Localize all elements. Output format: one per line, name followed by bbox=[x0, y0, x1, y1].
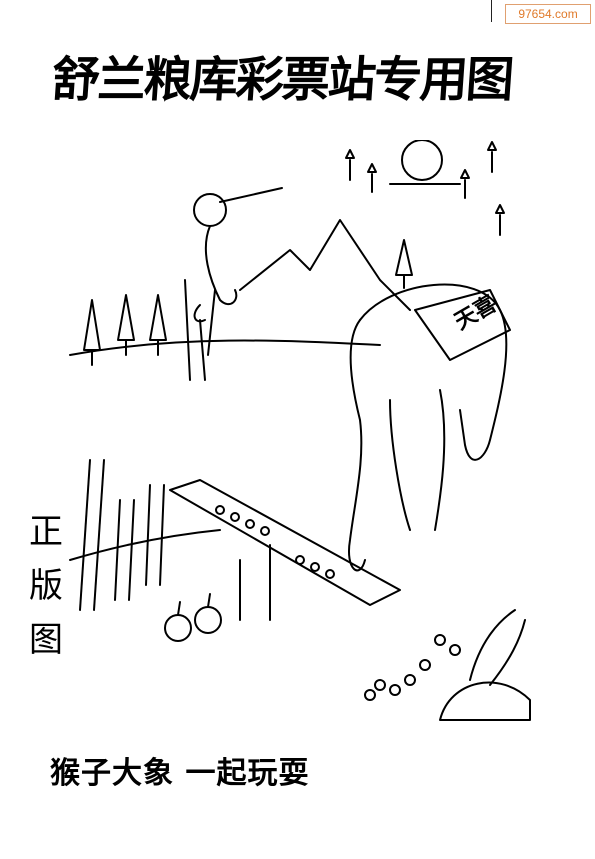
top-divider-line bbox=[491, 0, 492, 22]
illustration-monkey-elephant: 天喜 bbox=[69, 140, 531, 721]
flower-bush bbox=[364, 609, 531, 721]
side-label-char-3: 图 bbox=[29, 620, 63, 660]
page-caption: 猴子大象 一起玩耍 bbox=[50, 756, 310, 791]
tree-icon bbox=[83, 239, 413, 366]
bamboo-fence bbox=[69, 459, 221, 611]
candle-icon bbox=[345, 141, 505, 236]
mountain-shape bbox=[239, 219, 411, 311]
apple-icon bbox=[164, 593, 222, 642]
site-watermark: 97654.com bbox=[505, 4, 591, 24]
moon-icon bbox=[401, 140, 443, 181]
side-label: 正 版 图 bbox=[24, 505, 68, 667]
seesaw-board bbox=[169, 479, 401, 621]
side-label-char-1: 正 bbox=[29, 512, 63, 552]
page-title: 舒兰粮库彩票站专用图 bbox=[50, 52, 514, 108]
side-label-char-2: 版 bbox=[29, 566, 63, 606]
monkey-figure bbox=[193, 187, 283, 356]
elephant-blanket bbox=[414, 289, 511, 361]
elephant-figure bbox=[348, 283, 511, 572]
